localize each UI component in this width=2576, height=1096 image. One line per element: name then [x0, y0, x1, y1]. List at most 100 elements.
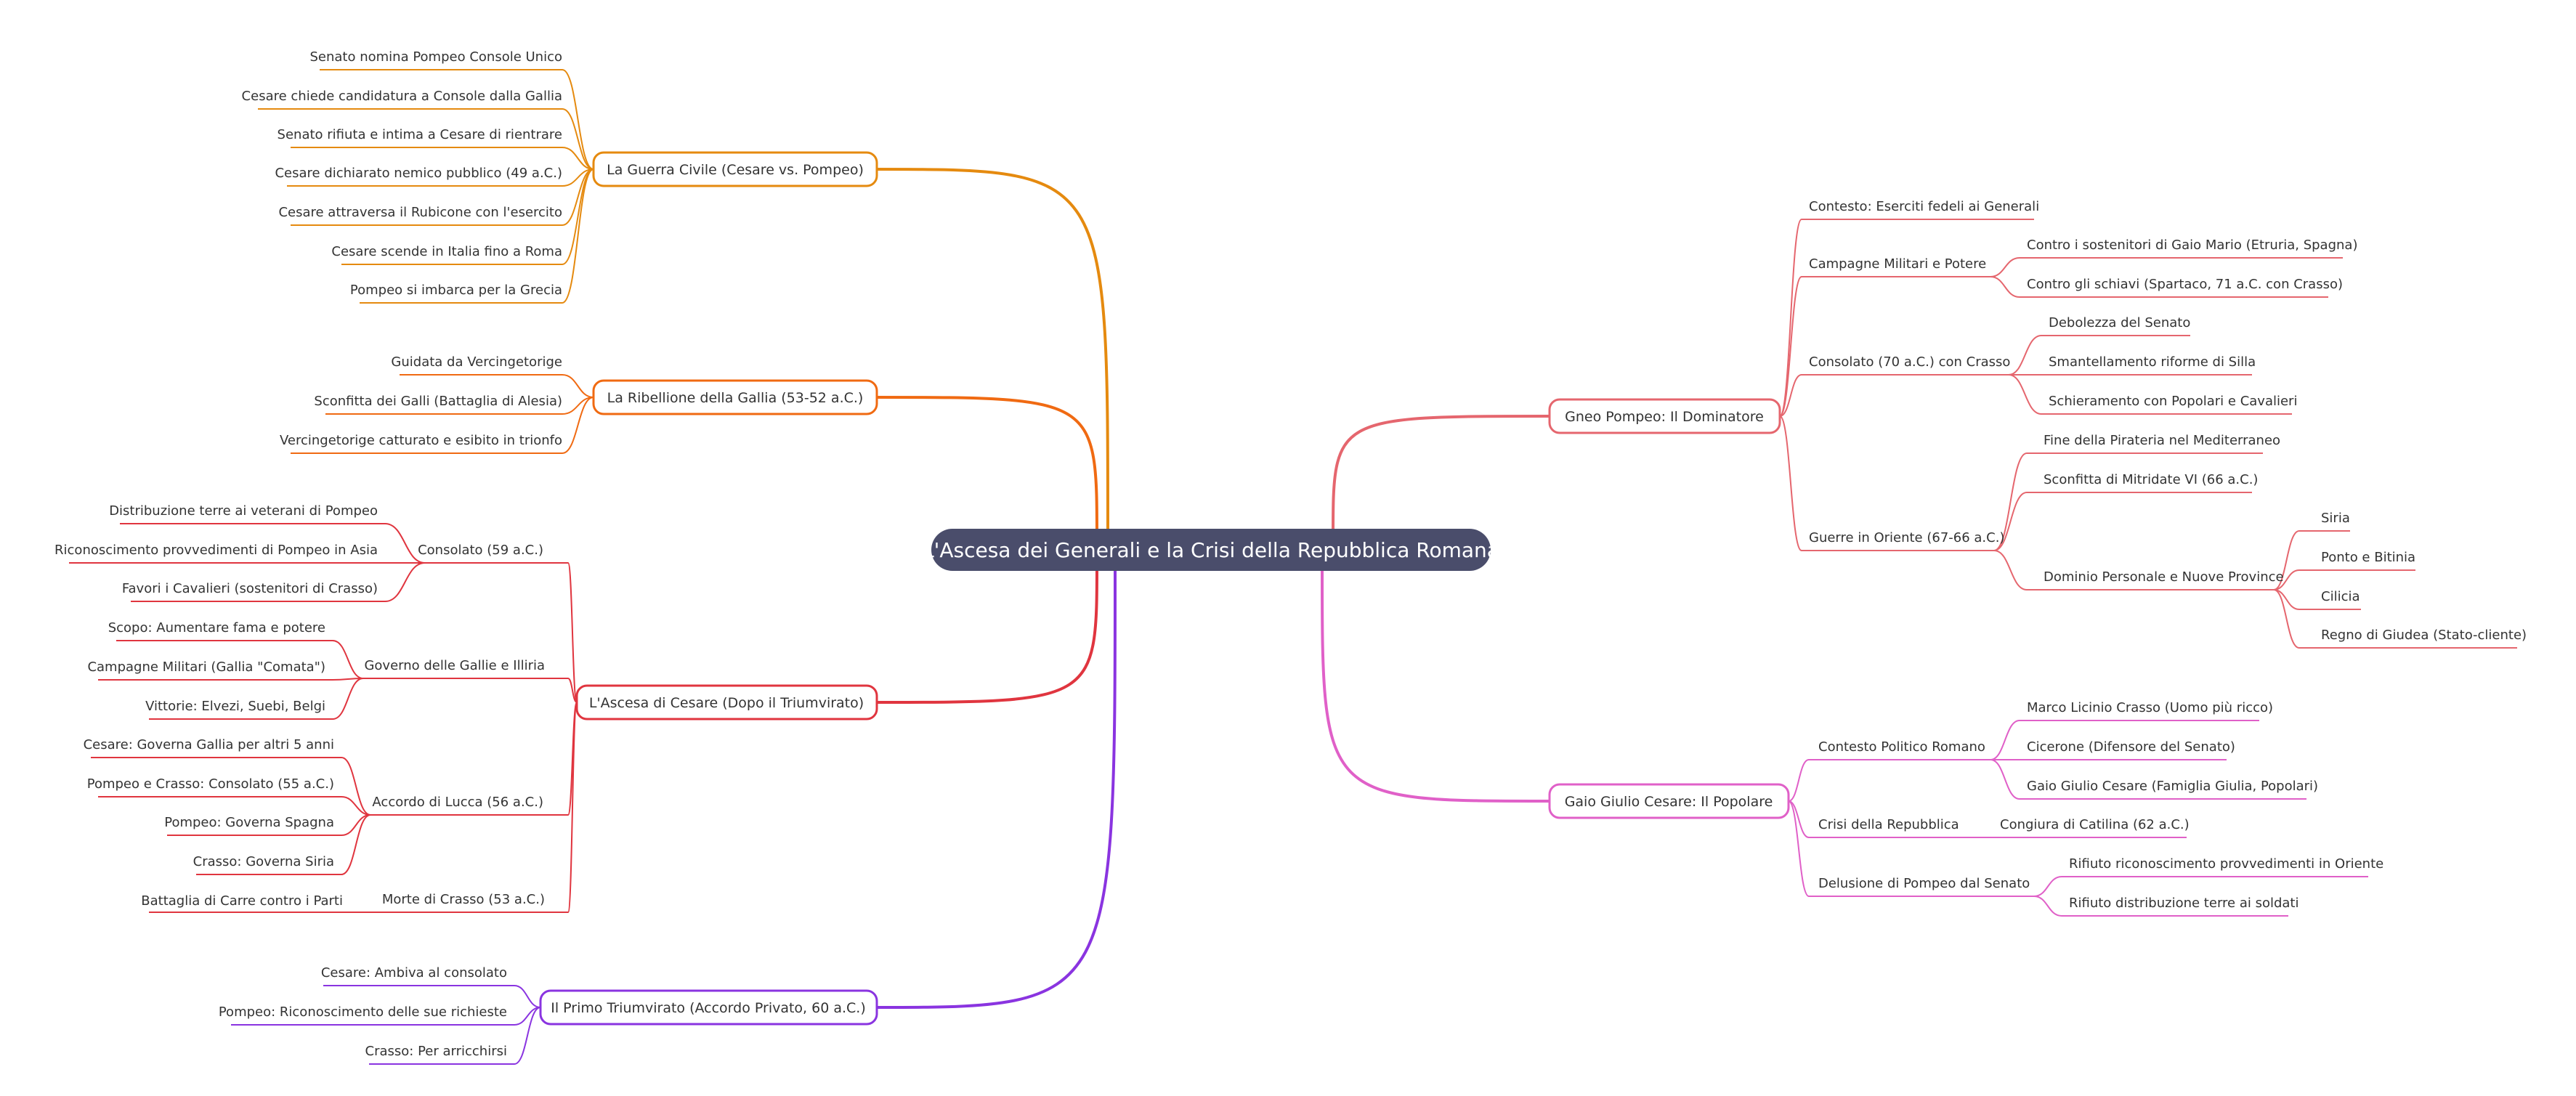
topic-label[interactable]: Campagne Militari (Gallia "Comata") — [87, 659, 325, 675]
topic-label[interactable]: Marco Licinio Crasso (Uomo più ricco) — [2027, 700, 2273, 715]
branch-guerra[interactable]: La Guerra Civile (Cesare vs. Pompeo) — [592, 151, 878, 187]
branch-ascesa[interactable]: L'Ascesa di Cesare (Dopo il Triumvirato) — [575, 684, 878, 720]
topics-triumvirato: Cesare: Ambiva al consolato Pompeo: Rico… — [219, 965, 507, 1059]
subtopic-label[interactable]: Morte di Crasso (53 a.C.) — [382, 892, 545, 907]
topic-label[interactable]: Favori i Cavalieri (sostenitori di Crass… — [122, 581, 378, 596]
topic-label[interactable]: Congiura di Catilina (62 a.C.) — [2000, 817, 2190, 832]
subtopic-label[interactable]: Delusione di Pompeo dal Senato — [1818, 876, 2030, 891]
connector-curve — [514, 985, 541, 1008]
subtopic-label[interactable]: Consolato (70 a.C.) con Crasso — [1809, 354, 2010, 370]
topic-label[interactable]: Senato nomina Pompeo Console Unico — [309, 49, 562, 65]
topic-label[interactable]: Cesare: Governa Gallia per altri 5 anni — [84, 737, 334, 752]
connector-curve — [1779, 276, 1802, 417]
branch-node-shape — [575, 684, 878, 720]
topic-label[interactable]: Pompeo: Governa Spagna — [164, 815, 334, 830]
connector-curve — [2273, 569, 2300, 590]
topic-label[interactable]: Vittorie: Elvezi, Suebi, Belgi — [145, 699, 325, 714]
connector-curve — [1993, 550, 2028, 590]
connector-curve — [567, 702, 578, 913]
topic-label[interactable]: Gaio Giulio Cesare (Famiglia Giulia, Pop… — [2027, 779, 2318, 794]
branch-connector — [876, 396, 1098, 542]
topic-label[interactable]: Rifiuto distribuzione terre ai soldati — [2069, 896, 2299, 911]
connector-curve — [1990, 759, 2020, 800]
topic-label[interactable]: Cicerone (Difensore del Senato) — [2027, 739, 2235, 755]
topic-label[interactable]: Vercingetorige catturato e esibito in tr… — [280, 433, 562, 448]
branch-label: Il Primo Triumvirato (Accordo Privato, 6… — [551, 1000, 866, 1016]
subtopic-label[interactable]: Contesto Politico Romano — [1818, 739, 1985, 755]
topic-label[interactable]: Guidata da Vercingetorige — [391, 354, 562, 370]
branch-node-shape — [1548, 398, 1781, 434]
topic-label[interactable]: Senato rifiuta e intima a Cesare di rien… — [278, 127, 562, 142]
topics-ribellione: Guidata da Vercingetorige Sconfitta dei … — [280, 354, 562, 448]
branch-label: La Guerra Civile (Cesare vs. Pompeo) — [607, 162, 864, 178]
topic-label[interactable]: Cesare scende in Italia fino a Roma — [331, 244, 562, 259]
connector-curve — [1788, 759, 1810, 802]
topic-label[interactable]: Contesto: Eserciti fedeli ai Generali — [1809, 199, 2039, 214]
topic-label[interactable]: Regno di Giudea (Stato-cliente) — [2321, 628, 2527, 643]
topics-pompeo: Contesto: Eserciti fedeli ai Generali Ca… — [1809, 199, 2527, 643]
topic-label[interactable]: Fine della Pirateria nel Mediterraneo — [2044, 433, 2280, 448]
topic-label[interactable]: Cilicia — [2321, 589, 2360, 604]
connector-layer — [69, 69, 2517, 1065]
topic-label[interactable]: Cesare dichiarato nemico pubblico (49 a.… — [275, 166, 562, 181]
subtopic-label[interactable]: Guerre in Oriente (67-66 a.C.) — [1809, 530, 2004, 545]
topic-label[interactable]: Siria — [2321, 511, 2350, 526]
connector-curve — [562, 108, 594, 170]
connector-curve — [562, 169, 594, 304]
connector-curve — [2273, 589, 2300, 649]
branch-label: Gneo Pompeo: Il Dominatore — [1565, 409, 1764, 425]
topic-label[interactable]: Smantellamento riforme di Silla — [2049, 354, 2256, 370]
topic-label[interactable]: Pompeo: Riconoscimento delle sue richies… — [219, 1004, 507, 1020]
root-node[interactable]: L'Ascesa dei Generali e la Crisi della R… — [923, 529, 1499, 571]
topic-label[interactable]: Contro i sostenitori di Gaio Mario (Etru… — [2027, 238, 2357, 253]
connector-curve — [562, 69, 594, 170]
subtopic-label[interactable]: Campagne Militari e Potere — [1809, 256, 1986, 272]
branch-connector — [1321, 566, 1550, 803]
connector-curve — [341, 796, 371, 816]
topics-guerra: Senato nomina Pompeo Console Unico Cesar… — [242, 49, 562, 298]
topic-label[interactable]: Schieramento con Popolari e Cavalieri — [2049, 394, 2297, 409]
topic-label[interactable]: Sconfitta dei Galli (Battaglia di Alesia… — [314, 394, 562, 409]
branch-node-shape — [539, 989, 878, 1026]
root-label: L'Ascesa dei Generali e la Crisi della R… — [923, 538, 1499, 562]
connector-curve — [1788, 800, 1810, 897]
topic-label[interactable]: Cesare attraversa il Rubicone con l'eser… — [278, 205, 562, 220]
connector-curve — [562, 147, 594, 170]
branch-connector — [876, 566, 1117, 1009]
subtopic-label[interactable]: Accordo di Lucca (56 a.C.) — [372, 795, 543, 810]
topic-label[interactable]: Ponto e Bitinia — [2321, 550, 2415, 565]
topic-label[interactable]: Contro gli schiavi (Spartaco, 71 a.C. co… — [2027, 277, 2343, 292]
branch-ribellione[interactable]: La Ribellione della Gallia (53-52 a.C.) — [592, 379, 878, 415]
topic-label[interactable]: Cesare chiede candidatura a Console dall… — [242, 89, 562, 104]
connector-curve — [2033, 876, 2062, 897]
topic-label[interactable]: Rifiuto riconoscimento provvedimenti in … — [2069, 856, 2383, 872]
topic-label[interactable]: Battaglia di Carre contro i Parti — [141, 893, 343, 909]
branch-cesare[interactable]: Gaio Giulio Cesare: Il Popolare — [1548, 783, 1790, 819]
branch-pompeo[interactable]: Gneo Pompeo: Il Dominatore — [1548, 398, 1781, 434]
topic-label[interactable]: Debolezza del Senato — [2049, 315, 2190, 330]
connector-curve — [332, 678, 364, 720]
topic-label[interactable]: Cesare: Ambiva al consolato — [321, 965, 507, 981]
connector-curve — [341, 757, 371, 816]
connector-curve — [332, 640, 364, 679]
subtopic-label[interactable]: Governo delle Gallie e Illiria — [364, 658, 545, 673]
topic-label[interactable]: Distribuzione terre ai veterani di Pompe… — [109, 503, 378, 519]
branch-label: L'Ascesa di Cesare (Dopo il Triumvirato) — [589, 695, 864, 711]
topic-label[interactable]: Crasso: Governa Siria — [193, 854, 334, 869]
topic-label[interactable]: Pompeo si imbarca per la Grecia — [350, 283, 562, 298]
connector-curve — [562, 397, 594, 454]
connector-curve — [567, 562, 578, 703]
subtopic-label[interactable]: Consolato (59 a.C.) — [418, 543, 543, 558]
connector-curve — [1779, 219, 1802, 417]
topic-label[interactable]: Crasso: Per arricchirsi — [365, 1044, 507, 1059]
topic-label[interactable]: Scopo: Aumentare fama e potere — [108, 620, 325, 636]
connector-curve — [2008, 335, 2042, 376]
branch-triumvirato[interactable]: Il Primo Triumvirato (Accordo Privato, 6… — [539, 989, 878, 1026]
subtopic-label[interactable]: Crisi della Repubblica — [1818, 817, 1959, 832]
topic-label[interactable]: Sconfitta di Mitridate VI (66 a.C.) — [2044, 472, 2258, 487]
topic-label[interactable]: Riconoscimento provvedimenti di Pompeo i… — [54, 543, 378, 558]
topic-label[interactable]: Pompeo e Crasso: Consolato (55 a.C.) — [87, 776, 334, 792]
subtopic-label[interactable]: Dominio Personale e Nuove Province — [2044, 569, 2284, 585]
topics-cesare: Contesto Politico Romano Crisi della Rep… — [1818, 700, 2383, 911]
